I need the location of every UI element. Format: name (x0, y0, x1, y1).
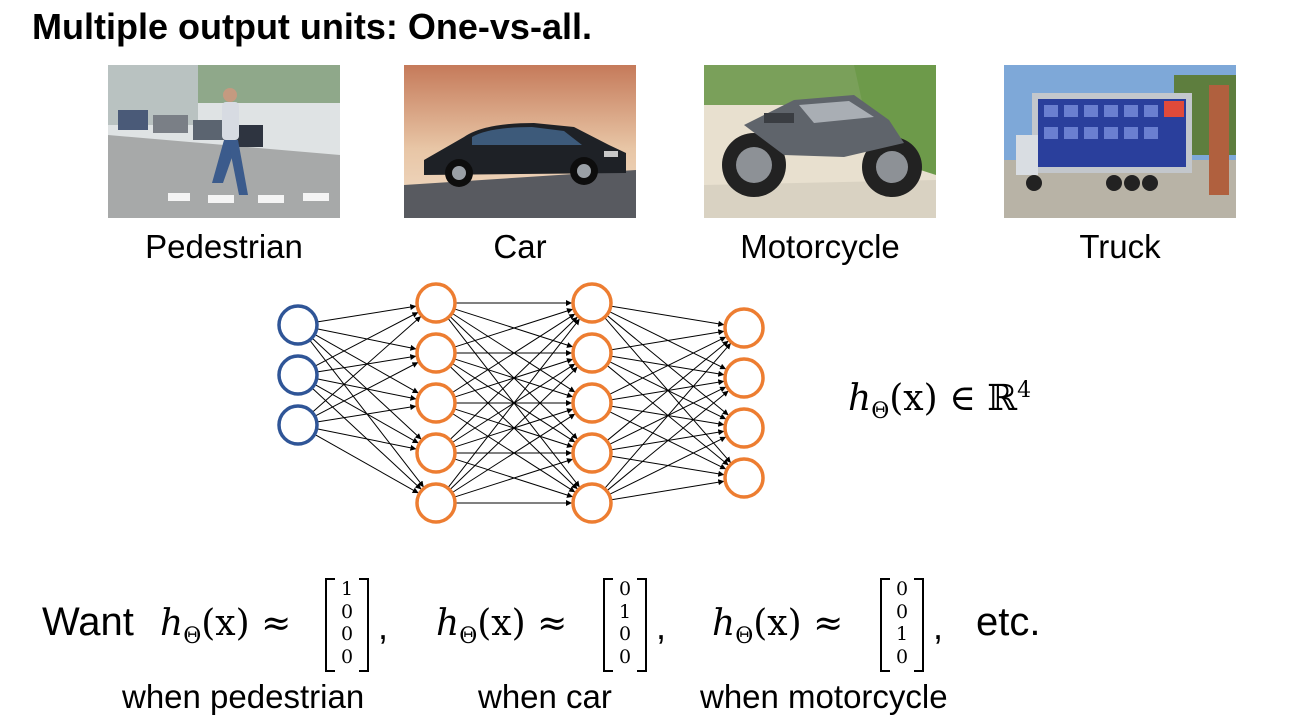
output-unit (723, 457, 765, 499)
pedestrian-label: Pedestrian (145, 228, 303, 265)
truck-label: Truck (1079, 228, 1161, 265)
expr-sub: Θ (183, 624, 202, 650)
hx-subscript: Θ (871, 399, 890, 425)
expr-lhs: h (712, 603, 736, 644)
network-connection (449, 316, 578, 441)
when-pedestrian-label: when pedestrian (122, 678, 365, 715)
input-unit (277, 354, 319, 396)
network-connection (453, 458, 574, 498)
vector-entry: 0 (618, 645, 632, 668)
output-unit (723, 307, 765, 349)
hidden-unit (571, 332, 613, 374)
network-connection (314, 433, 419, 494)
expr-op: ≈ (813, 603, 844, 644)
car-label: Car (493, 228, 547, 265)
network-connection (604, 342, 732, 489)
vector-entry: 1 (895, 623, 909, 645)
car-photo (404, 65, 636, 218)
vector-entry: 0 (340, 623, 354, 645)
network-connection (606, 390, 729, 492)
network-connection (316, 304, 417, 323)
expr-sub: Θ (735, 624, 754, 650)
expr-arg: (x) (477, 603, 526, 644)
expr-arg: (x) (201, 603, 250, 644)
hx-op: ∈ (949, 378, 976, 419)
input-unit (277, 404, 319, 446)
target-vector-motorcycle: 0 0 1 0 (880, 578, 924, 672)
hx-arg: (x) (889, 378, 938, 419)
hidden-unit (415, 482, 457, 524)
network-connection (314, 361, 419, 417)
target-vector-pedestrian: 1 0 0 0 (325, 578, 369, 672)
vector-entry: 1 (618, 600, 632, 623)
network-connection (608, 336, 727, 396)
hx-space: ℝ (987, 378, 1018, 419)
vector-entry: 0 (340, 645, 354, 668)
expr-lhs: h (436, 603, 460, 644)
expr-op: ≈ (537, 603, 568, 644)
network-connection (316, 404, 417, 423)
hypothesis-dimension: hΘ(x) ∈ ℝ4 (848, 378, 1031, 424)
network-connection (610, 329, 725, 351)
network-connection (449, 366, 578, 491)
etc-label: etc. (976, 600, 1041, 644)
network-connection (447, 318, 581, 489)
hidden-unit (571, 382, 613, 424)
target-expr-2: hΘ(x) ≈ (436, 603, 567, 649)
target-expr-3: hΘ(x) ≈ (712, 603, 843, 649)
hidden-unit (571, 282, 613, 324)
want-label: Want (42, 600, 134, 644)
vector-entry: 1 (340, 578, 354, 600)
target-vector-car: 0 1 0 0 (603, 578, 647, 672)
network-connection (453, 308, 574, 348)
when-motorcycle-label: when motorcycle (700, 678, 948, 715)
network-connection (610, 479, 725, 501)
input-unit (277, 304, 319, 346)
pedestrian-photo (108, 65, 340, 218)
vector-entry: 0 (895, 578, 909, 600)
truck-photo (1004, 65, 1236, 218)
hx-exponent: 4 (1017, 378, 1032, 403)
network-connection (608, 436, 727, 496)
motorcycle-photo (704, 65, 936, 218)
network-connection (451, 413, 576, 494)
hx-lhs: h (848, 378, 872, 419)
expr-sub: Θ (459, 624, 478, 650)
vector-entry: 0 (618, 623, 632, 645)
network-connection (610, 305, 725, 327)
network-connection (606, 340, 729, 442)
comma: , (933, 606, 944, 647)
vector-entry: 0 (895, 645, 909, 668)
vector-entry: 0 (618, 578, 632, 600)
network-connection (311, 315, 422, 413)
comma: , (656, 606, 667, 647)
network-connection (316, 428, 417, 451)
network-connection (314, 311, 419, 367)
motorcycle-label: Motorcycle (740, 228, 900, 265)
hidden-unit (415, 282, 457, 324)
hidden-unit (571, 432, 613, 474)
hidden-unit (415, 382, 457, 424)
output-unit (723, 407, 765, 449)
comma: , (378, 606, 389, 647)
when-car-label: when car (478, 678, 612, 715)
hidden-unit (415, 432, 457, 474)
vector-entry: 0 (340, 600, 354, 623)
expr-lhs: h (160, 603, 184, 644)
hidden-unit (415, 332, 457, 374)
slide-title: Multiple output units: One-vs-all. (32, 6, 592, 47)
hidden-unit (571, 482, 613, 524)
expr-op: ≈ (261, 603, 292, 644)
target-expr-1: hΘ(x) ≈ (160, 603, 291, 649)
output-unit (723, 357, 765, 399)
expr-arg: (x) (753, 603, 802, 644)
vector-entry: 0 (895, 600, 909, 623)
neural-network-diagram (277, 282, 765, 524)
network-connection (451, 313, 576, 394)
